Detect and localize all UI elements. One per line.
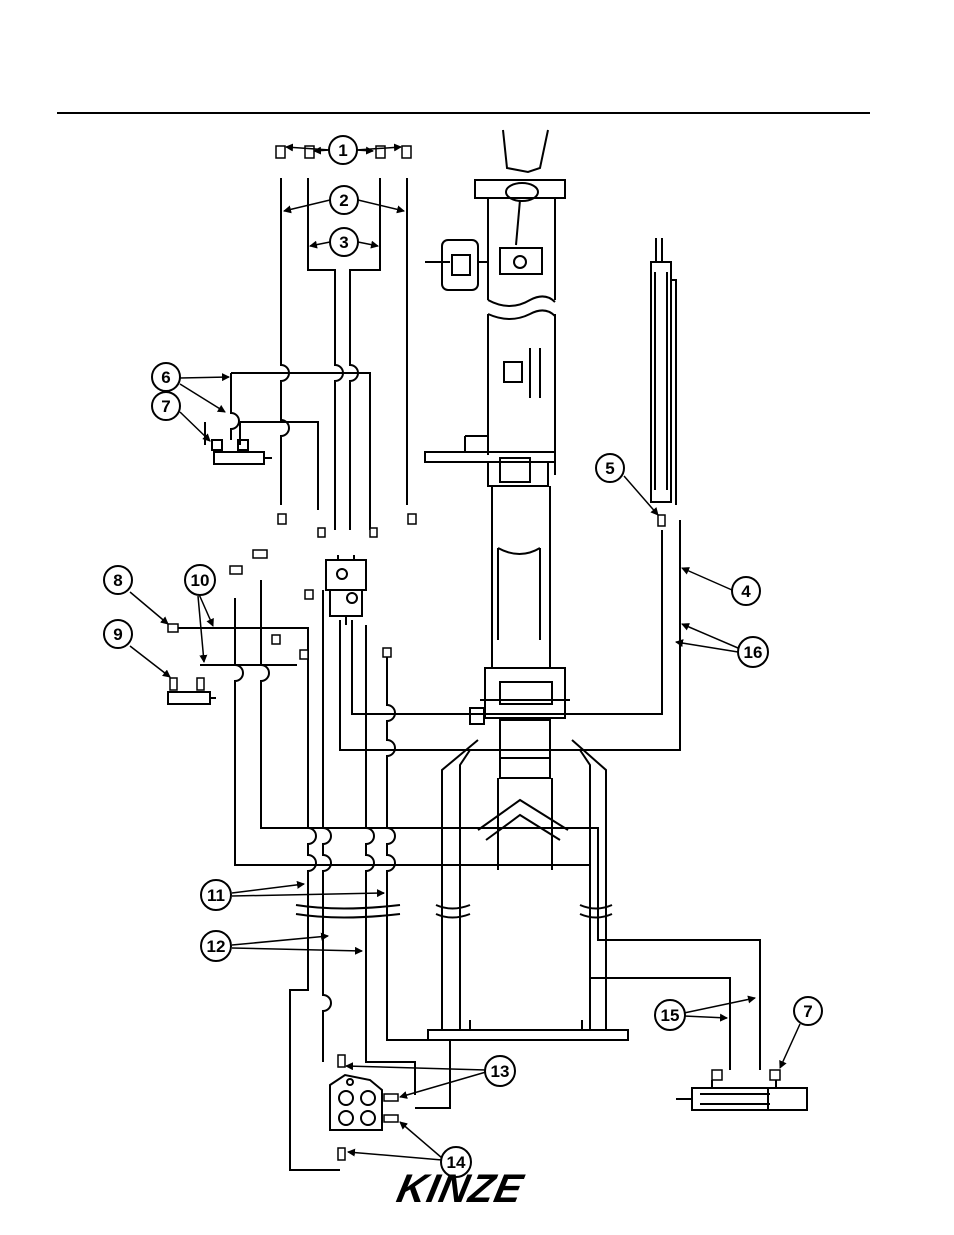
callout-6: 6 [152, 363, 180, 391]
small-cylinder-left [168, 692, 216, 704]
svg-text:3: 3 [339, 233, 348, 252]
callout-8: 8 [104, 566, 132, 594]
callout-3: 3 [330, 228, 358, 256]
svg-text:4: 4 [741, 582, 751, 601]
svg-text:2: 2 [339, 191, 348, 210]
fittings [168, 146, 780, 1160]
callout-7-lower: 7 [794, 997, 822, 1025]
svg-text:11: 11 [207, 886, 225, 905]
svg-text:5: 5 [605, 459, 614, 478]
cylinder-bottom-right [676, 1080, 807, 1110]
callout-9: 9 [104, 620, 132, 648]
callout-13: 13 [485, 1056, 515, 1086]
callout-10: 10 [185, 565, 215, 595]
svg-text:15: 15 [661, 1006, 680, 1025]
callout-15: 15 [655, 1000, 685, 1030]
svg-text:6: 6 [161, 368, 170, 387]
callout-5: 5 [596, 454, 624, 482]
svg-text:12: 12 [207, 937, 226, 956]
svg-text:KINZE: KINZE [393, 1165, 528, 1210]
callout-7-upper: 7 [152, 392, 180, 420]
callout-16: 16 [738, 637, 768, 667]
svg-text:7: 7 [161, 397, 170, 416]
callout-2: 2 [330, 186, 358, 214]
svg-text:8: 8 [113, 571, 122, 590]
svg-text:16: 16 [744, 643, 763, 662]
svg-text:10: 10 [191, 571, 210, 590]
vertical-cylinder [651, 238, 676, 505]
control-valve [326, 555, 366, 625]
svg-text:1: 1 [338, 141, 347, 160]
svg-text:7: 7 [803, 1002, 812, 1021]
small-cylinder-upper [212, 440, 272, 464]
leaders [130, 147, 800, 1160]
callout-12: 12 [201, 931, 231, 961]
callout-11: 11 [201, 880, 231, 910]
callout-4: 4 [732, 577, 760, 605]
kinze-logo: KINZE [393, 1165, 528, 1210]
svg-text:9: 9 [113, 625, 122, 644]
svg-text:13: 13 [491, 1062, 510, 1081]
manifold-block [330, 1075, 382, 1130]
callout-1: 1 [329, 136, 357, 164]
